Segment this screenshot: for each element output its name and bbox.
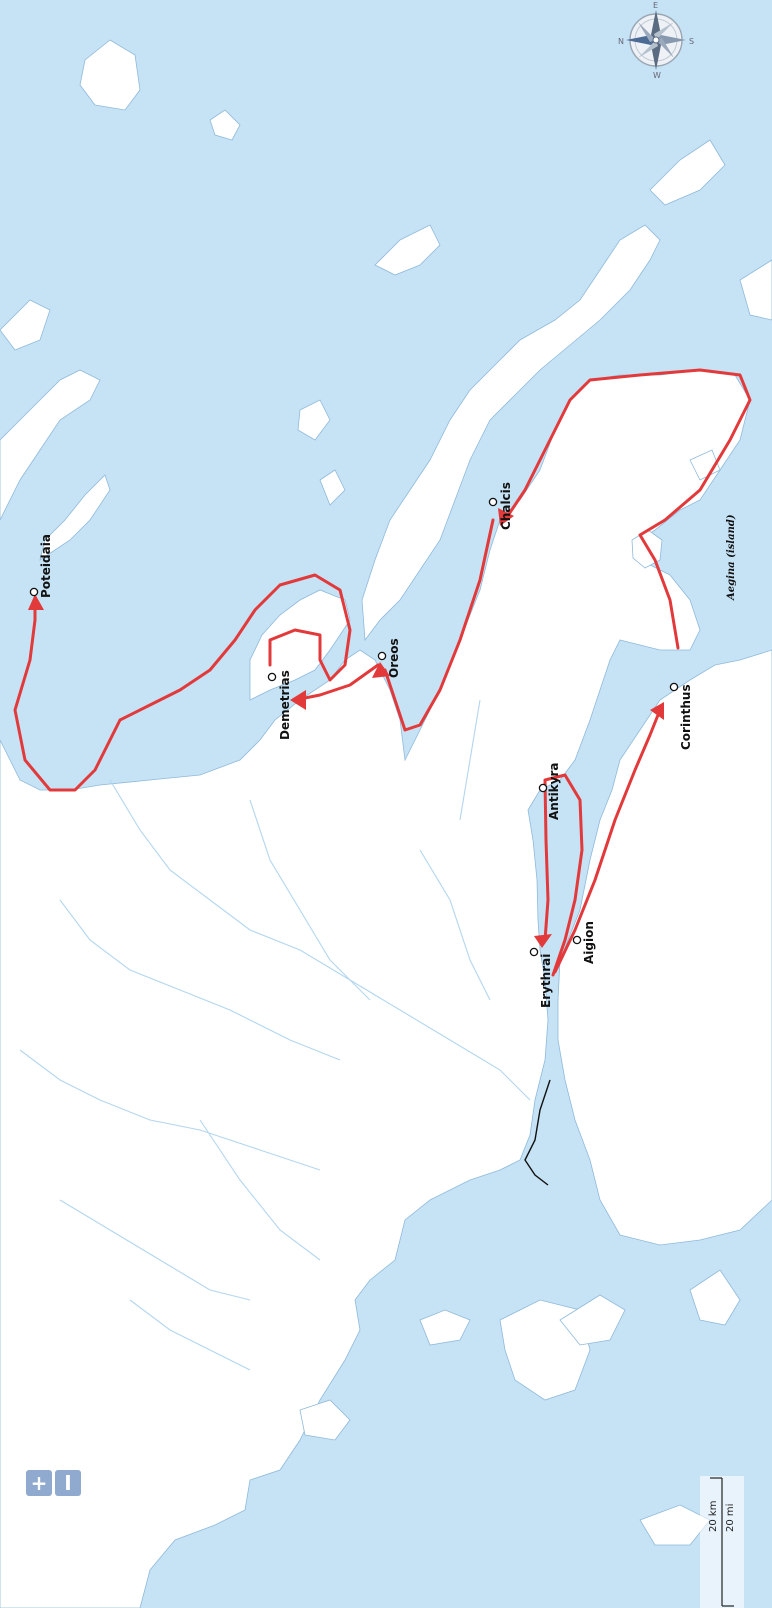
arrowhead-corinthus (650, 702, 664, 720)
island-s1 (419, 1309, 471, 1346)
island-5 (0, 299, 51, 351)
island-7 (319, 469, 346, 506)
city-antikyra[interactable]: Antikyra (538, 763, 561, 821)
city-label: Corinthus (679, 684, 693, 750)
dark-coastline (524, 1079, 551, 1186)
route-demetrias-poteidaia (13, 573, 352, 792)
mainland (0, 369, 751, 1608)
island-9 (739, 259, 772, 321)
peloponnese (557, 649, 772, 1246)
arrowhead-chalcis (498, 508, 514, 526)
city-dot (538, 783, 548, 793)
city-dot (572, 935, 582, 945)
city-label: Antikyra (547, 763, 561, 821)
city-dot (29, 587, 39, 597)
city-poteidaia[interactable]: Poteidaia (29, 534, 53, 598)
city-oreos[interactable]: Oreos (377, 638, 401, 678)
city-corinthus[interactable]: Corinthus (669, 682, 693, 750)
chalcidice (0, 369, 101, 521)
compass-east-label: E (653, 1, 658, 10)
island-1 (79, 39, 141, 111)
rivers (19, 699, 531, 1371)
route-erythrai-antikyra-loop (543, 773, 584, 977)
compass-west-label: W (653, 71, 661, 80)
city-dot (267, 672, 277, 682)
arrowhead-oreos (372, 662, 390, 678)
arrowhead-demetrias (290, 690, 306, 710)
arrowhead-erythrai (534, 934, 552, 948)
route-oreos-demetrias (293, 663, 380, 702)
island-2 (209, 109, 241, 141)
city-aigion[interactable]: Aigion (572, 921, 596, 964)
compass-north-label: N (618, 37, 624, 46)
city-erythrai[interactable]: Erythrai (529, 947, 553, 1008)
island-s5 (299, 1399, 351, 1441)
city-label: Erythrai (539, 954, 553, 1008)
route-chalcis-oreos (383, 518, 495, 732)
compass-rose-icon: N S W E (618, 1, 694, 80)
city-demetrias[interactable]: Demetrias (267, 670, 292, 740)
island-3 (374, 224, 441, 276)
zoom-controls: + I (26, 1470, 81, 1496)
city-label: Poteidaia (39, 534, 53, 598)
euboea (361, 224, 661, 642)
city-label: Chalcis (499, 482, 513, 530)
compass-south-label: S (689, 37, 694, 46)
pelion (249, 589, 351, 701)
island-s3 (559, 1294, 626, 1346)
zoom-out-button[interactable]: I (55, 1470, 81, 1496)
city-chalcis[interactable]: Chalcis (488, 482, 513, 530)
city-dot (488, 497, 498, 507)
island-10 (689, 449, 721, 481)
city-dot (377, 651, 387, 661)
chalcidice-finger (39, 474, 111, 561)
island-s4 (689, 1269, 741, 1326)
route-paths (13, 368, 752, 977)
city-label: Aigion (582, 921, 596, 964)
scale-bar: 20 km 20 mi (700, 1476, 744, 1608)
arrowhead-poteidaia (28, 594, 44, 610)
route-corinthus-chalcis (503, 368, 752, 650)
city-label: Demetrias (278, 670, 292, 740)
island-6 (297, 399, 331, 441)
island-4 (649, 139, 726, 206)
city-dot (669, 682, 679, 692)
zoom-in-button[interactable]: + (26, 1470, 52, 1496)
city-label: Oreos (387, 638, 401, 678)
scale-km-label: 20 km (708, 1501, 719, 1532)
city-dot (529, 947, 539, 957)
route-erythrai-corinthus (553, 708, 662, 974)
scale-mi-label: 20 mi (725, 1504, 736, 1532)
island-label-aegina: Aegina (island) (726, 514, 737, 601)
route-arrowheads (28, 508, 664, 948)
